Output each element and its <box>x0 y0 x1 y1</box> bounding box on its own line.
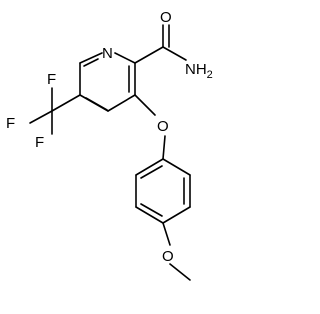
ether-oxygen-label: O <box>157 118 169 135</box>
amide-nitrogen-label: NH2 <box>185 61 213 81</box>
fluorine-bottom-label: F <box>35 134 44 151</box>
methoxy-bonds <box>162 222 191 281</box>
fluorine-left-label: F <box>6 115 15 132</box>
pyridine-ring <box>79 52 136 112</box>
methoxy-oxygen-label: O <box>162 248 174 265</box>
carbonyl-oxygen-label: O <box>160 9 172 26</box>
chemical-structure-diagram: N O NH2 O O F F F <box>6 9 213 281</box>
carboxamide-bonds <box>134 24 187 64</box>
ring-nitrogen-label: N <box>102 45 113 62</box>
methoxyphenyl-ring <box>135 158 191 224</box>
trifluoromethyl-bonds <box>29 87 81 135</box>
fluorine-top-label: F <box>47 71 56 88</box>
ether-bonds <box>134 94 166 160</box>
